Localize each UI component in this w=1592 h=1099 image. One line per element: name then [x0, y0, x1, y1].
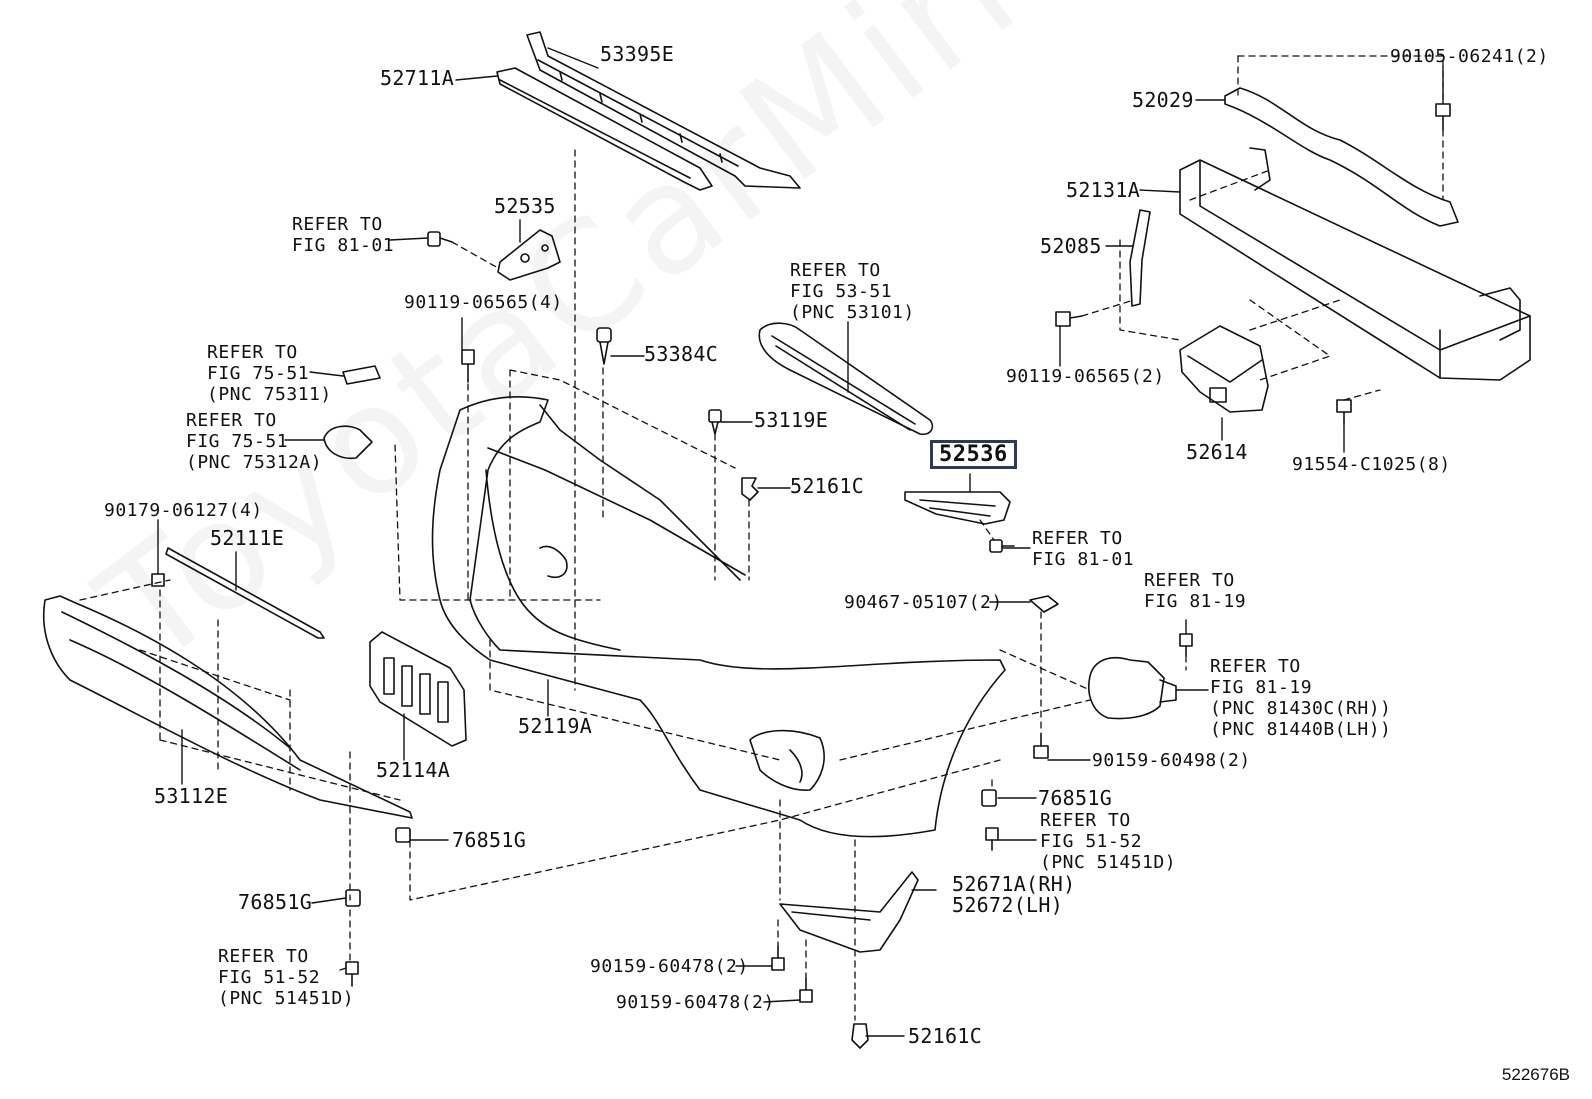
- label-53384c[interactable]: 53384C: [644, 342, 719, 366]
- label-90159-60498[interactable]: 90159-60498(2): [1092, 750, 1251, 771]
- bolt-90119-4: [461, 349, 475, 383]
- part-53384c-clip: [596, 327, 612, 365]
- part-52535-bracket: [497, 229, 561, 281]
- part-52114a-license-bracket: [369, 631, 467, 747]
- dashed-assembly-lines: [79, 55, 1444, 1021]
- clip-90467: [1029, 595, 1059, 613]
- clip-90179: [151, 573, 165, 587]
- label-53395e[interactable]: 53395E: [600, 42, 675, 66]
- label-76851g-c[interactable]: 76851G: [1038, 786, 1113, 810]
- screw-90159-478-b: [799, 977, 813, 1003]
- label-52114a[interactable]: 52114A: [376, 758, 451, 782]
- part-52161c-clip: [741, 477, 759, 501]
- screw-refer-81-01-b: [989, 539, 1015, 553]
- label-90159-60478-b[interactable]: 90159-60478(2): [616, 992, 775, 1013]
- label-52119a[interactable]: 52119A: [518, 714, 593, 738]
- label-52614[interactable]: 52614: [1186, 440, 1248, 464]
- part-52614-absorber: [1179, 325, 1269, 413]
- part-52671a-bracket: [779, 871, 919, 953]
- screw-refer-81-19: [1179, 633, 1193, 657]
- clip-76851g-b: [345, 889, 361, 907]
- part-52029-strip: [1224, 87, 1459, 227]
- part-fog-lamp: [1088, 656, 1177, 720]
- clip-52161c-bottom: [851, 1023, 869, 1049]
- label-52535[interactable]: 52535: [494, 194, 556, 218]
- label-90119-2[interactable]: 90119-06565(2): [1006, 366, 1165, 387]
- part-52085-bracket: [1129, 209, 1151, 307]
- label-53119e[interactable]: 53119E: [754, 408, 829, 432]
- screw-90159-498: [1033, 733, 1049, 759]
- label-52111e[interactable]: 52111E: [210, 526, 285, 550]
- label-90119-4[interactable]: 90119-06565(4): [404, 292, 563, 313]
- part-52711a-molding: [496, 67, 713, 191]
- part-52111e-strip: [165, 547, 325, 639]
- label-90179[interactable]: 90179-06127(4): [104, 500, 263, 521]
- part-52536-retainer: [904, 491, 1011, 525]
- label-52536-highlighted[interactable]: 52536: [930, 440, 1017, 469]
- part-grille-53101: [758, 322, 934, 436]
- label-52029[interactable]: 52029: [1132, 88, 1194, 112]
- bolt-90119-2: [1055, 311, 1083, 327]
- bolt-90105: [1435, 103, 1451, 131]
- clip-76851g-a: [395, 827, 411, 843]
- label-52161c-bottom[interactable]: 52161C: [908, 1024, 983, 1048]
- label-53112e[interactable]: 53112E: [154, 784, 229, 808]
- label-90467[interactable]: 90467-05107(2): [844, 592, 1003, 613]
- emblem-75311: [342, 365, 381, 385]
- label-90105[interactable]: 90105-06241(2): [1390, 46, 1549, 67]
- label-52131a[interactable]: 52131A: [1066, 178, 1141, 202]
- bolt-91554: [1336, 399, 1352, 425]
- label-52085[interactable]: 52085: [1040, 234, 1102, 258]
- screw-refer-81-01: [427, 231, 453, 247]
- label-91554[interactable]: 91554-C1025(8): [1292, 454, 1451, 475]
- leader-lines: [157, 47, 1444, 1037]
- part-53112e-lower-grille: [42, 595, 413, 819]
- label-52711a[interactable]: 52711A: [380, 66, 455, 90]
- part-52131a-reinforcement: [1179, 147, 1531, 381]
- label-90159-60478-a[interactable]: 90159-60478(2): [590, 956, 749, 977]
- clip-76851g-c: [981, 789, 997, 807]
- figure-id: 522676B: [1501, 1065, 1570, 1084]
- part-53395e-retainer: [526, 31, 801, 189]
- label-52161c-top[interactable]: 52161C: [790, 474, 865, 498]
- label-52671a-52672[interactable]: 52671A(RH)52672(LH): [952, 872, 1076, 917]
- emblem-75312a: [323, 425, 373, 460]
- screw-90159-478-a: [771, 945, 785, 971]
- label-76851g-a[interactable]: 76851G: [452, 828, 527, 852]
- part-52119a-bumper-cover: [431, 396, 1006, 838]
- part-53119e-clip: [708, 409, 722, 435]
- label-76851g-b[interactable]: 76851G: [238, 890, 313, 914]
- screw-51-52-b: [985, 827, 999, 851]
